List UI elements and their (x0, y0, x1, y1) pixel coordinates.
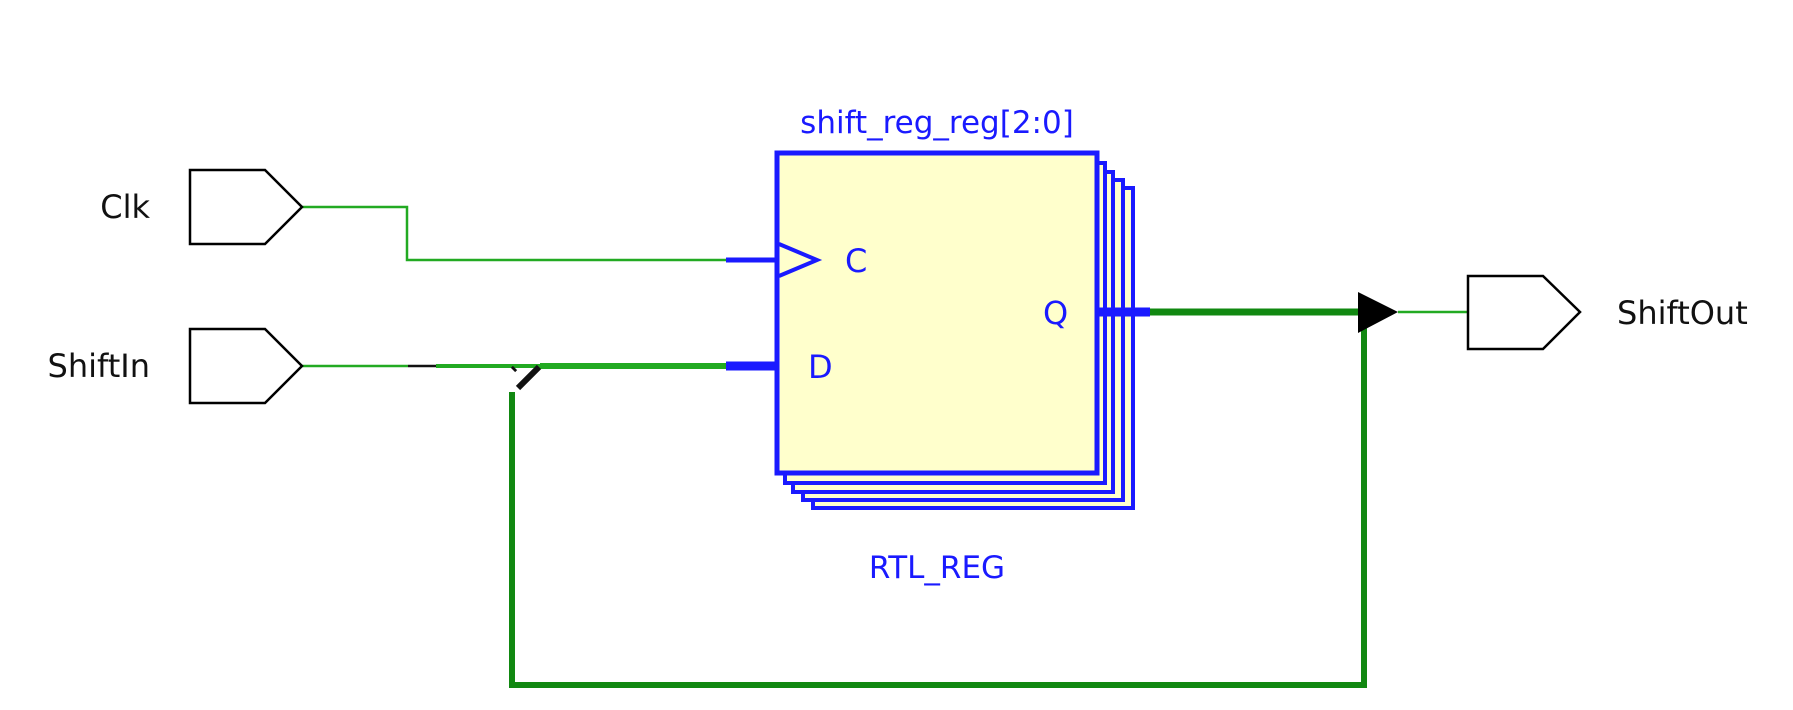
port-shiftin[interactable]: ShiftIn (48, 327, 304, 405)
net-clk[interactable] (302, 205, 728, 262)
port-shiftout[interactable]: ShiftOut (1466, 274, 1748, 351)
register-cell-type: RTL_REG (869, 550, 1005, 586)
register-instance-name: shift_reg_reg[2:0] (800, 105, 1074, 141)
nets (302, 205, 1468, 688)
port-label-shiftout: ShiftOut (1617, 294, 1748, 332)
pin-label-q: Q (1043, 294, 1068, 332)
port-label-shiftin: ShiftIn (48, 347, 150, 385)
port-clk[interactable]: Clk (100, 168, 304, 246)
bus-ripper-diagonal (515, 364, 542, 391)
clock-edge-icon (778, 242, 823, 278)
net-feedback-bus[interactable] (509, 312, 1367, 688)
bus-ripper (510, 365, 518, 373)
pentagon-port-icon (188, 168, 304, 246)
port-label-clk: Clk (100, 188, 150, 226)
pin-label-c: C (845, 242, 867, 280)
register-body (774, 150, 1100, 476)
pentagon-port-icon (1466, 274, 1582, 351)
pin-label-d: D (808, 348, 833, 386)
triangle-buffer-icon[interactable] (1358, 292, 1398, 333)
pentagon-port-icon (188, 327, 304, 405)
register-cell[interactable]: C D Q shift_reg_reg[2:0] RTL_REG (726, 105, 1150, 586)
